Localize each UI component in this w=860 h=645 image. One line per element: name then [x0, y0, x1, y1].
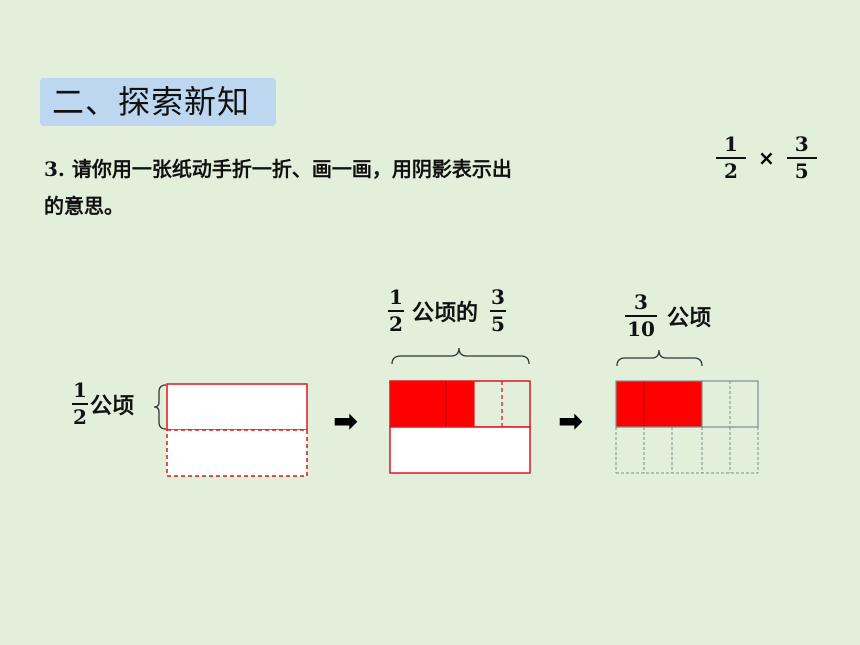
step2-mid-text: 公顷的 — [412, 301, 479, 326]
step2-brace-icon — [391, 347, 530, 365]
fraction-three-fifths: 3 5 — [786, 134, 817, 182]
step1-label: 1 2 公顷 — [72, 380, 134, 428]
step1-unit: 公顷 — [90, 394, 135, 419]
step3-brace-icon — [616, 349, 703, 367]
step1-diagram — [166, 383, 308, 477]
arrow-right-icon: ➡ — [558, 404, 584, 439]
times-sign: × — [758, 146, 775, 170]
question-line-1: 3. 请你用一张纸动手折一折、画一画，用阴影表示出 — [44, 153, 512, 182]
step2-label: 1 2 公顷的 3 5 — [388, 285, 507, 336]
question-text-1: 请你用一张纸动手折一折、画一画，用阴影表示出 — [71, 157, 512, 181]
step3-label: 3 10 公顷 — [625, 292, 711, 340]
step3-diagram — [615, 380, 759, 474]
arrow-right-icon: ➡ — [333, 404, 359, 439]
step2-fraction-1: 1 2 — [388, 285, 404, 336]
step1-brace-icon — [153, 384, 167, 430]
step3-fraction: 3 10 — [625, 292, 657, 340]
step2-fraction-2: 3 5 — [490, 285, 507, 336]
question-text-2: 的意思。 — [44, 194, 124, 218]
step2-shaded-region — [390, 381, 474, 427]
question-number: 3. — [44, 157, 65, 181]
question-expression: 1 2 × 3 5 — [716, 134, 817, 182]
fraction-one-half: 1 2 — [716, 134, 746, 182]
section-title: 二、探索新知 — [40, 78, 276, 126]
step1-fraction: 1 2 — [72, 378, 88, 429]
step3-shaded-region — [616, 381, 702, 427]
step2-diagram — [389, 380, 531, 474]
step3-unit: 公顷 — [667, 306, 712, 331]
question-line-2: 的意思。 — [44, 190, 124, 219]
